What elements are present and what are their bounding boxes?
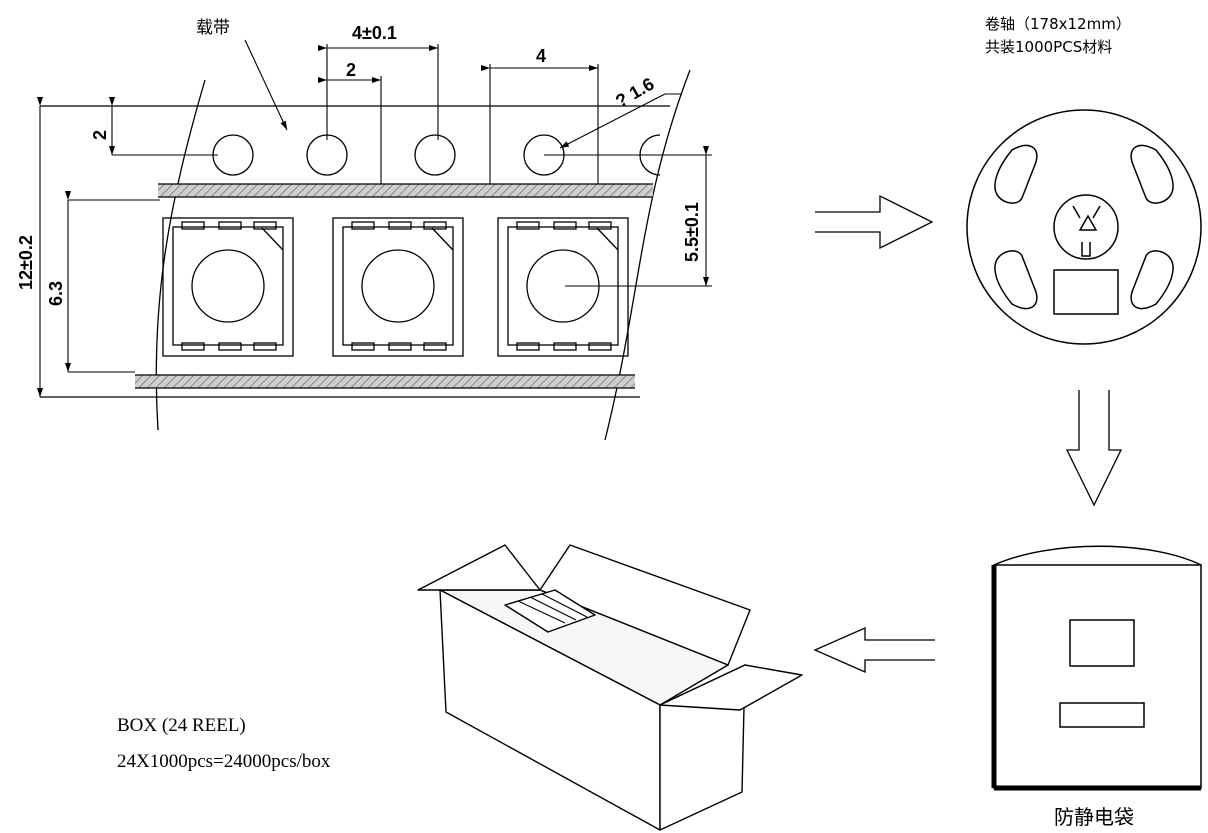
pocket <box>332 217 464 357</box>
tape-pockets <box>162 217 629 357</box>
reel-window <box>1130 144 1174 204</box>
dim-hole-pitch: 4±0.1 <box>352 23 397 43</box>
bag-opening <box>993 545 1202 566</box>
arrow-left-icon <box>813 627 935 673</box>
reel-hub-notch <box>1081 242 1091 257</box>
pocket <box>162 217 294 357</box>
reel-window <box>994 144 1038 204</box>
bag-outline <box>993 564 1202 789</box>
reel <box>966 109 1202 345</box>
dim-half-pitch: 2 <box>346 60 356 80</box>
shipping-box <box>417 544 803 831</box>
reel-hub-notch <box>1092 205 1101 219</box>
dim-center-distance: 5.5±0.1 <box>682 202 702 262</box>
bag-label-area <box>1059 702 1145 728</box>
dim-edge-to-hole: 2 <box>90 130 110 140</box>
sprocket-hole <box>306 134 348 176</box>
sprocket-hole <box>414 134 456 176</box>
box-spec-line2: 24X1000pcs=24000pcs/box <box>117 751 331 772</box>
reel-spec-line2: 共装1000PCS材料 <box>985 38 1112 56</box>
tape-hatch-upper <box>158 184 653 197</box>
antistatic-bag-label: 防静电袋 <box>1054 805 1134 829</box>
reel-outer-ring <box>966 109 1202 345</box>
dim-tape-width: 12±0.2 <box>16 235 36 290</box>
reel-window <box>994 250 1038 310</box>
arrow-right-icon <box>815 194 934 250</box>
dim-pocket-pitch: 4 <box>536 46 546 66</box>
box-reels <box>504 589 596 633</box>
reel-hub <box>1053 194 1119 260</box>
carrier-tape-label: 载带 <box>196 18 230 38</box>
bag-reel-window <box>1069 619 1135 667</box>
reel-hub-triangle-icon <box>1078 214 1098 231</box>
arrow-down-icon <box>1065 390 1123 507</box>
antistatic-bag <box>991 545 1202 791</box>
reel-hub-notch <box>1072 205 1081 219</box>
reel-label-area <box>1053 269 1119 315</box>
box-right-flap <box>659 664 803 711</box>
reel-window <box>1130 250 1174 310</box>
carrier-tape <box>40 69 691 441</box>
tape-dimensions <box>37 39 712 397</box>
box-spec-line1: BOX (24 REEL) <box>117 715 246 736</box>
reel-spec-line1: 卷轴（178x12mm） <box>985 15 1131 33</box>
dim-pocket-width: 6.3 <box>46 281 66 306</box>
pocket <box>497 217 629 357</box>
sprocket-hole <box>212 134 254 176</box>
tape-hatch-lower <box>135 375 635 388</box>
box-left-flap <box>417 544 541 591</box>
